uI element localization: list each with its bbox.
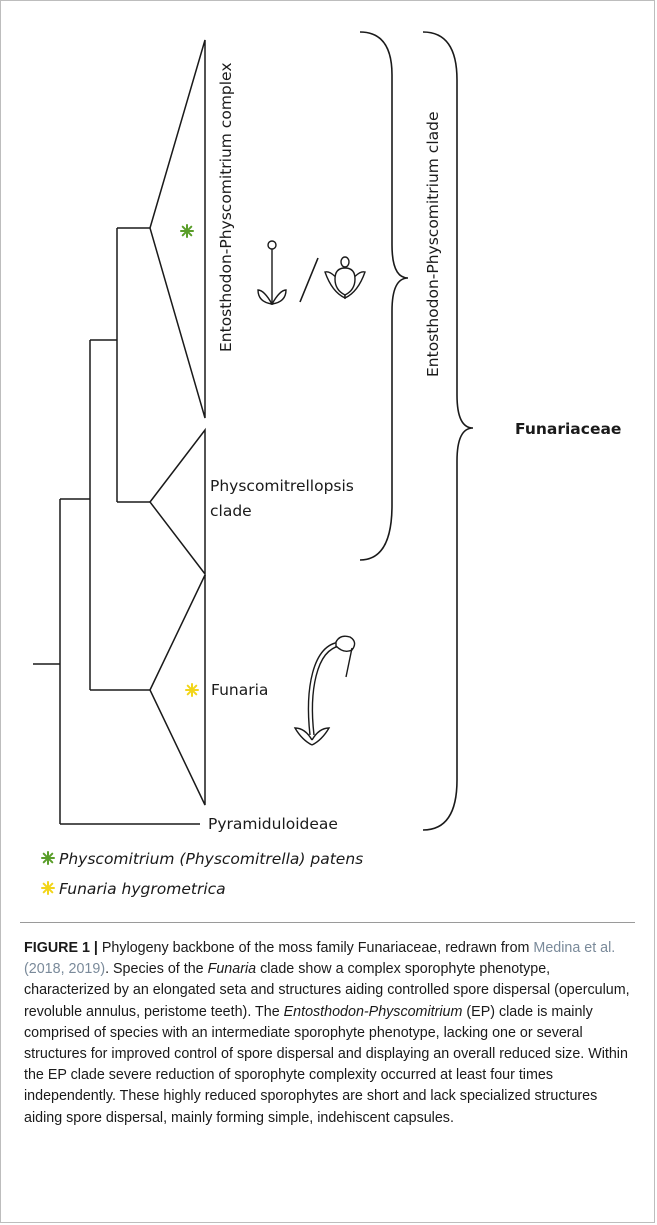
physcomitrellopsis-label-line2: clade	[210, 502, 252, 520]
funaria-label: Funaria	[211, 681, 268, 699]
caption-divider	[20, 922, 635, 923]
funaria-sporophyte-icon	[295, 636, 355, 745]
phylogeny-figure: Entosthodon-Physcomitrium complex Physco…	[0, 0, 657, 880]
phylogenetic-tree	[33, 40, 205, 824]
legend-second-row: Funaria hygrometrica	[0, 875, 657, 905]
caption-text-2: . Species of the	[105, 961, 208, 977]
caption-figure-label: FIGURE 1 |	[24, 940, 98, 956]
separator-slash	[300, 258, 318, 302]
physcomitrellopsis-label-line1: Physcomitrellopsis	[210, 477, 354, 495]
figure-caption: FIGURE 1 | Phylogeny backbone of the mos…	[24, 938, 634, 1129]
caption-em-funaria: Funaria	[208, 961, 256, 977]
ep-clade-brace	[360, 32, 408, 560]
yellow-asterisk-icon	[186, 684, 198, 696]
legend-item-physcomitrium: Physcomitrium (Physcomitrella) patens	[59, 850, 363, 868]
caption-text-4: (EP) clade is mainly comprised of specie…	[24, 1004, 628, 1126]
elongated-sporophyte-icon	[258, 241, 286, 304]
caption-em-ep: Entosthodon-Physcomitrium	[284, 1004, 463, 1020]
reduced-sporophyte-icon	[325, 257, 365, 298]
green-asterisk-icon	[181, 225, 193, 237]
legend: Physcomitrium (Physcomitrella) patens	[42, 850, 363, 868]
ep-clade-label: Entosthodon-Physcomitrium clade	[424, 111, 442, 377]
caption-text-1: Phylogeny backbone of the moss family Fu…	[98, 940, 533, 956]
ep-complex-label: Entosthodon-Physcomitrium complex	[217, 63, 235, 353]
legend-item-funaria: Funaria hygrometrica	[59, 880, 226, 898]
physcomitrellopsis-triangle	[150, 430, 205, 574]
legend-yellow-asterisk-icon	[42, 882, 54, 894]
legend-green-asterisk-icon	[42, 852, 54, 864]
pyramiduloideae-label: Pyramiduloideae	[208, 815, 338, 833]
ep-complex-triangle	[150, 40, 205, 418]
family-label: Funariaceae	[515, 420, 621, 438]
